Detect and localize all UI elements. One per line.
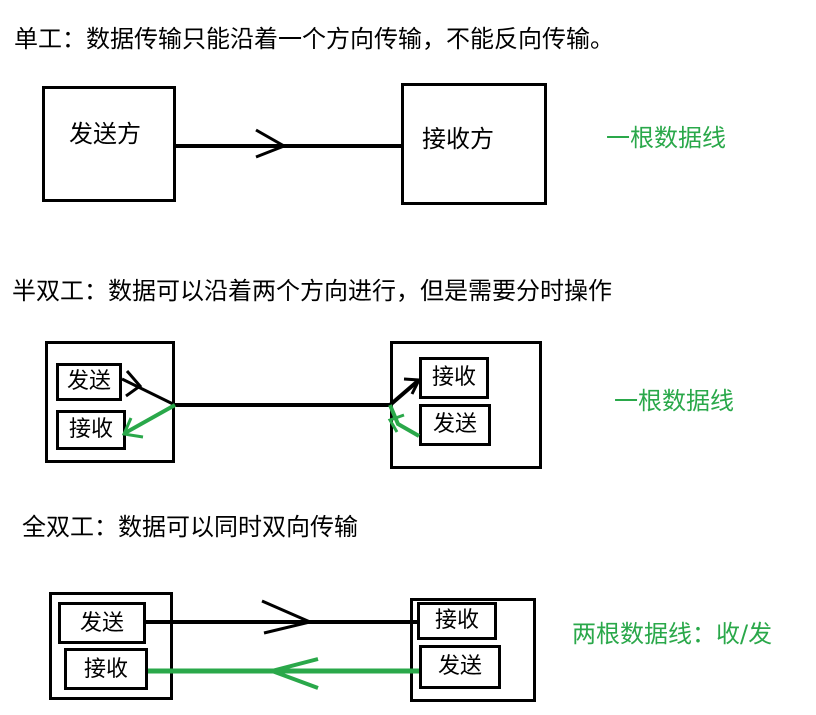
full-duplex-heading: 全双工：数据可以同时双向传输 <box>22 513 358 541</box>
half-duplex-right-send-path <box>388 404 420 438</box>
half-duplex-heading: 半双工：数据可以沿着两个方向进行，但是需要分时操作 <box>12 277 612 305</box>
simplex-heading: 单工：数据传输只能沿着一个方向传输，不能反向传输。 <box>14 25 614 53</box>
full-duplex-left-receive: 接收 <box>64 648 148 690</box>
full-duplex-note: 两根数据线：收/发 <box>572 620 773 648</box>
full-duplex-right-receive: 接收 <box>417 602 497 640</box>
half-duplex-right-send-arrowhead <box>387 413 405 433</box>
full-duplex-right-send: 发送 <box>419 645 501 689</box>
half-duplex-right-receive-arrowhead <box>403 377 422 395</box>
half-duplex-left-receive-arrowhead <box>121 417 144 439</box>
simplex-sender-label: 发送方 <box>69 120 141 148</box>
simplex-note: 一根数据线 <box>606 124 726 152</box>
half-duplex-note: 一根数据线 <box>614 387 734 415</box>
simplex-arrowhead <box>255 128 288 159</box>
simplex-sender-box: 发送方 <box>42 86 176 202</box>
half-duplex-left-send-path <box>121 377 176 407</box>
half-duplex-left-receive-path <box>124 403 176 435</box>
full-duplex-left-send: 发送 <box>58 602 146 644</box>
simplex-receiver-label: 接收方 <box>422 125 494 153</box>
half-duplex-right-send: 发送 <box>419 404 491 446</box>
half-duplex-right-receive-path <box>388 378 421 407</box>
half-duplex-left-send-arrowhead <box>125 370 143 398</box>
full-duplex-send-arrowhead <box>261 599 315 635</box>
half-duplex-right-receive: 接收 <box>419 357 489 399</box>
full-duplex-receive-arrowhead <box>265 657 319 690</box>
half-duplex-left-send: 发送 <box>56 363 122 401</box>
simplex-receiver-box: 接收方 <box>401 83 547 205</box>
